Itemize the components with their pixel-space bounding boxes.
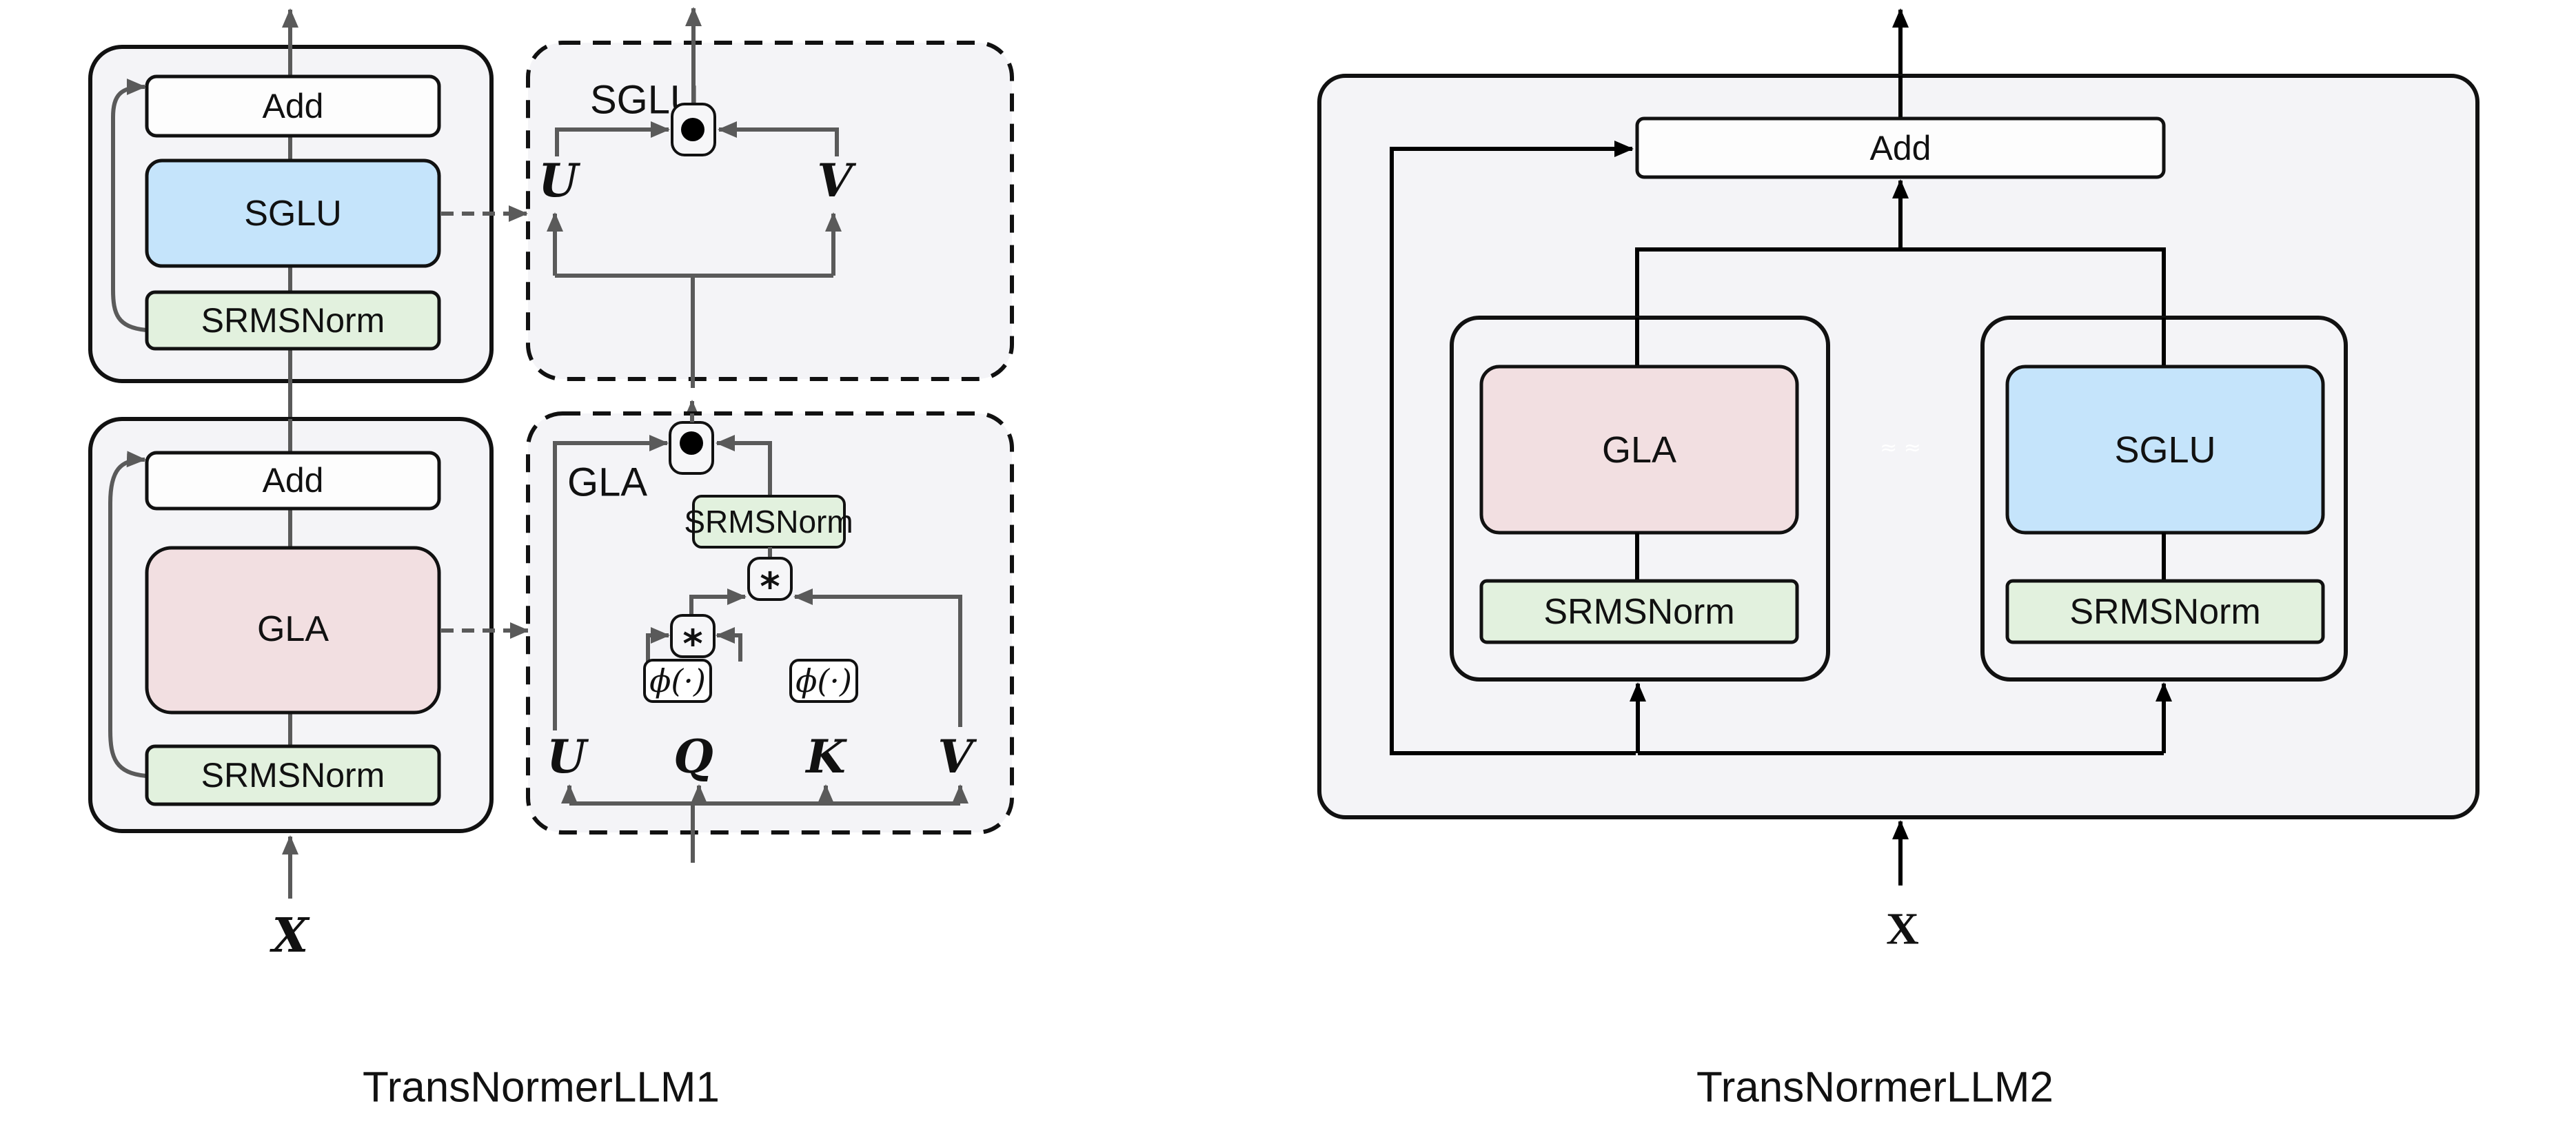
llm2-sglu-box: SGLU [2005,365,2325,535]
llm1-lower-residual-arrow [108,451,147,778]
llm2-gla-norm-box: SRMSNorm [1479,579,1799,644]
llm1-sglu-v-wire [718,121,839,156]
llm1-lower-norm-box: SRMSNorm [145,744,441,806]
llm1-lower-add-box: Add [145,451,441,511]
llm1-sglu-label: SGLU [244,194,342,234]
llm2-input-label: X [1886,904,1919,954]
llm1-diagram: Add SGLU SRMSNorm Add GLA SRMSNor [88,7,1014,1112]
llm1-sglu-split-wire [555,274,833,388]
llm1-gla-split-wire [569,801,960,863]
llm1-gla-phi-q-label: ϕ(·) [649,662,706,699]
llm1-gla-detail-panel [526,411,1014,835]
llm1-gla-label: GLA [257,609,329,649]
llm1-gla-detail-title: GLA [567,460,647,505]
llm1-upper-residual-arrow [111,79,147,332]
dot-product-icon [681,118,704,141]
llm2-sglu-norm-box: SRMSNorm [2005,579,2325,644]
llm1-sglu-input-u: U [538,154,580,207]
llm2-gla-label: GLA [1602,429,1676,471]
llm1-gla-input-q: Q [673,730,713,784]
llm1-sglu-box: SGLU [145,158,441,268]
llm1-gla-input-u: U [547,730,589,784]
llm2-caption: TransNormerLLM2 [1696,1064,2053,1112]
llm1-gla-mult-op-upper: * [747,557,793,610]
llm1-sglu-detail-panel [526,41,1014,381]
llm1-gla-box: GLA [145,546,441,715]
llm1-gla-hadamard-op [669,421,714,475]
llm1-gla-detail-norm-label: SRMSNorm [684,504,853,540]
llm1-gla-norm-wire [716,435,772,496]
llm2-residual-arrow [1390,141,1636,755]
llm1-gla-phi-k-label: ϕ(·) [795,662,852,699]
dot-product-icon [680,431,703,455]
llm1-lower-add-label: Add [263,461,324,500]
llm1-gla-v-wire [793,588,962,727]
llm1-lower-norm-label: SRMSNorm [201,756,385,795]
llm2-separator: ≈ ≈ [1880,436,1921,460]
llm1-gla-q-phi-wire [646,627,670,662]
llm2-add-label: Add [1870,129,1931,167]
llm1-upper-add-label: Add [263,87,324,125]
llm1-gla-u-wire [553,435,669,730]
llm2-add-box: Add [1635,116,2166,179]
llm1-sglu-u-wire [555,121,670,156]
llm1-caption: TransNormerLLM1 [363,1064,720,1112]
llm1-gla-qk-to-v-wire [689,588,747,617]
llm1-upper-norm-box: SRMSNorm [145,290,441,351]
llm1-gla-phi-k-box: ϕ(·) [789,659,858,703]
llm1-gla-phi-q-box: ϕ(·) [643,659,712,703]
llm1-gla-input-k: K [804,730,847,784]
llm2-gla-box: GLA [1479,365,1799,535]
llm1-gla-detail-norm-box: SRMSNorm [684,495,853,549]
llm2-sglu-label: SGLU [2114,429,2215,471]
asterisk-icon: * [760,565,780,610]
llm2-diagram: Add GLA SRMSNorm ≈ ≈ SGLU [1317,8,2479,1112]
llm1-gla-input-v: V [937,730,977,784]
llm2-gla-norm-label: SRMSNorm [1543,592,1734,632]
llm1-upper-norm-label: SRMSNorm [201,301,385,340]
llm1-sglu-hadamard-op [671,103,716,156]
llm1-gla-k-phi-wire [716,627,742,662]
llm2-sglu-norm-label: SRMSNorm [2069,592,2260,632]
llm1-sglu-input-v: V [817,154,856,207]
llm1-input-label: X [270,908,310,963]
llm1-upper-add-box: Add [145,74,441,138]
